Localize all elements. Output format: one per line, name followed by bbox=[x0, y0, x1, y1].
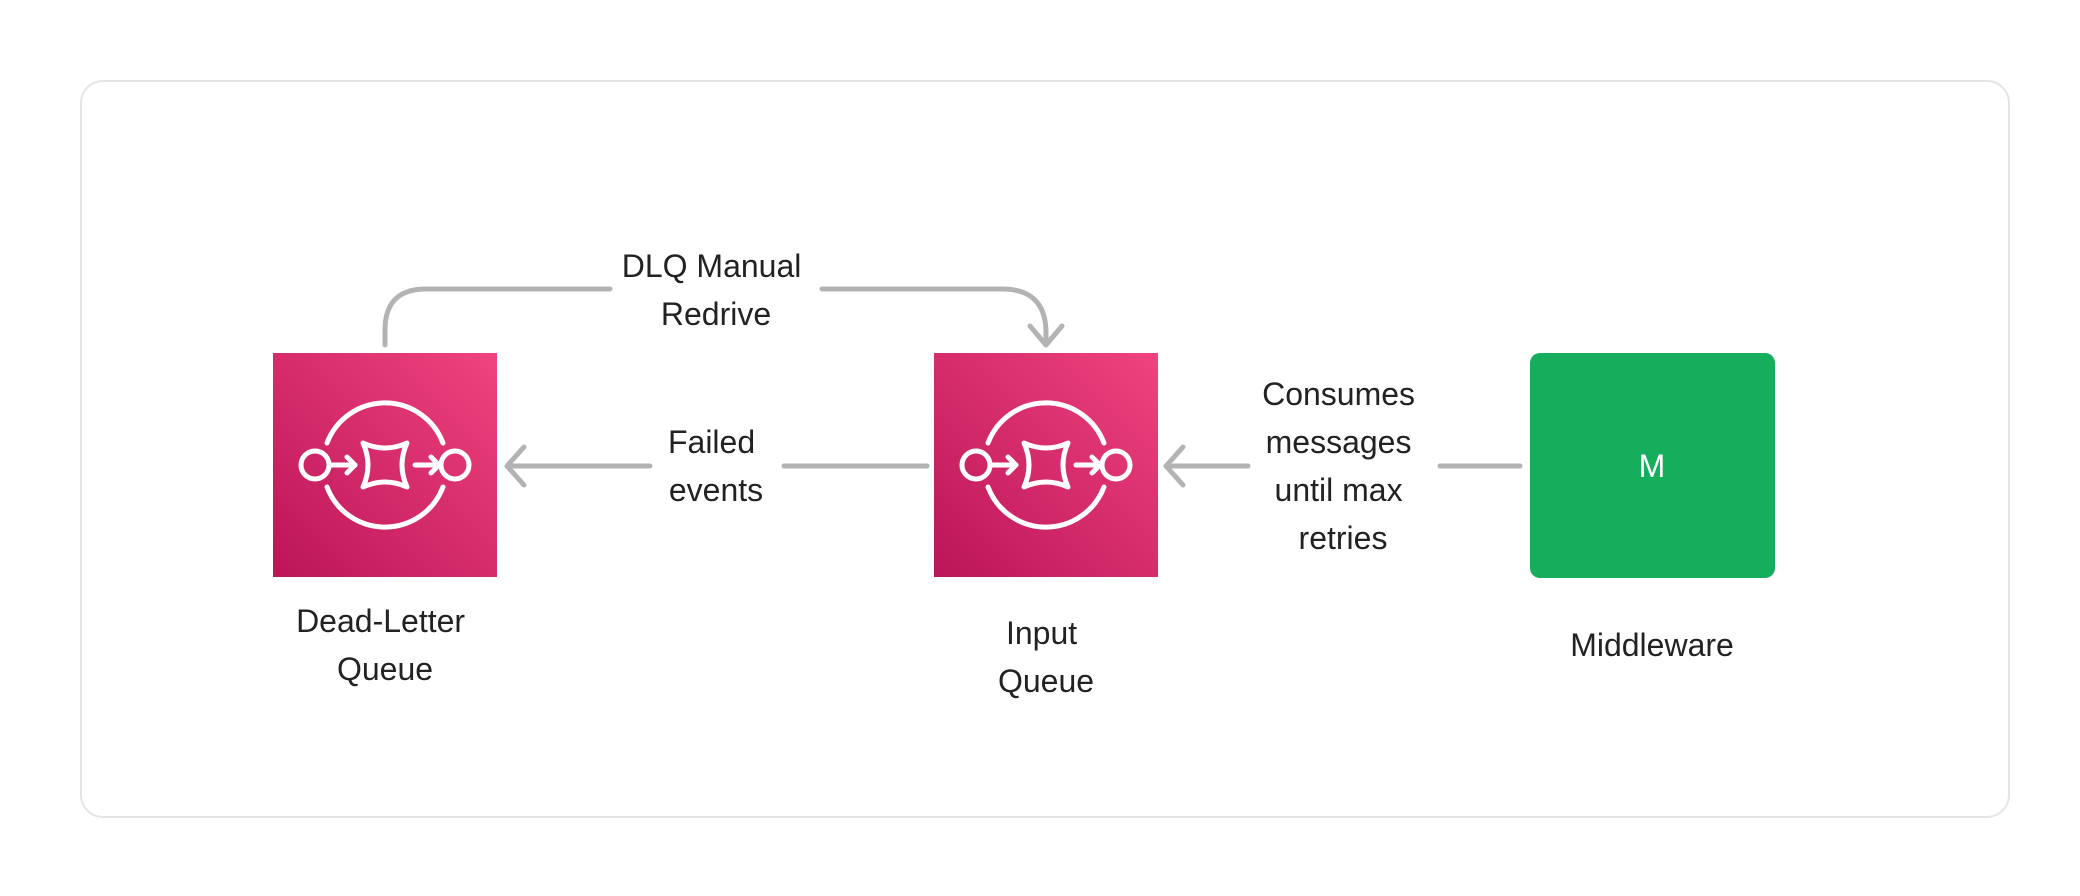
node-label-line: Middleware bbox=[1570, 627, 1734, 663]
edge-consumes-messages: Consumes messages until max retries bbox=[1163, 376, 1523, 556]
arrowhead bbox=[1163, 444, 1186, 488]
edge-dlq-manual-redrive: DLQ Manual Redrive bbox=[382, 248, 1065, 348]
node-label-input-queue: Input Queue bbox=[998, 615, 1094, 699]
edge-label-line: Failed bbox=[668, 424, 755, 460]
node-label-line: Input bbox=[1006, 615, 1077, 651]
edge-label-line: Redrive bbox=[661, 296, 771, 332]
edge-label-line: retries bbox=[1299, 520, 1388, 556]
dlq-tile bbox=[273, 353, 497, 577]
node-label-line: Queue bbox=[998, 663, 1094, 699]
arrowhead bbox=[504, 444, 527, 488]
edge-label-line: until max bbox=[1275, 472, 1403, 508]
node-dead-letter-queue[interactable]: Dead-Letter Queue bbox=[273, 353, 497, 687]
node-label-line: Queue bbox=[337, 651, 433, 687]
edge-label-line: events bbox=[669, 472, 763, 508]
middleware-icon-letter: M bbox=[1639, 448, 1666, 484]
edge-label-failed-events: Failed events bbox=[668, 424, 764, 508]
edge-label-line: Consumes bbox=[1262, 376, 1415, 412]
input-queue-tile bbox=[934, 353, 1158, 577]
arrowhead bbox=[1027, 323, 1065, 348]
edge-failed-events: Failed events bbox=[504, 424, 930, 508]
node-label-line: Dead-Letter bbox=[296, 603, 465, 639]
edge-label-dlq-manual-redrive: DLQ Manual Redrive bbox=[622, 248, 811, 332]
node-label-dead-letter-queue: Dead-Letter Queue bbox=[296, 603, 474, 687]
node-input-queue[interactable]: Input Queue bbox=[934, 353, 1158, 699]
node-middleware[interactable]: M Middleware bbox=[1530, 353, 1775, 663]
edge-label-line: messages bbox=[1266, 424, 1412, 460]
middleware-tile bbox=[1530, 353, 1775, 578]
edge-label-consumes-messages: Consumes messages until max retries bbox=[1262, 376, 1424, 556]
edge-label-line: DLQ Manual bbox=[622, 248, 802, 284]
node-label-middleware: Middleware bbox=[1570, 627, 1734, 663]
